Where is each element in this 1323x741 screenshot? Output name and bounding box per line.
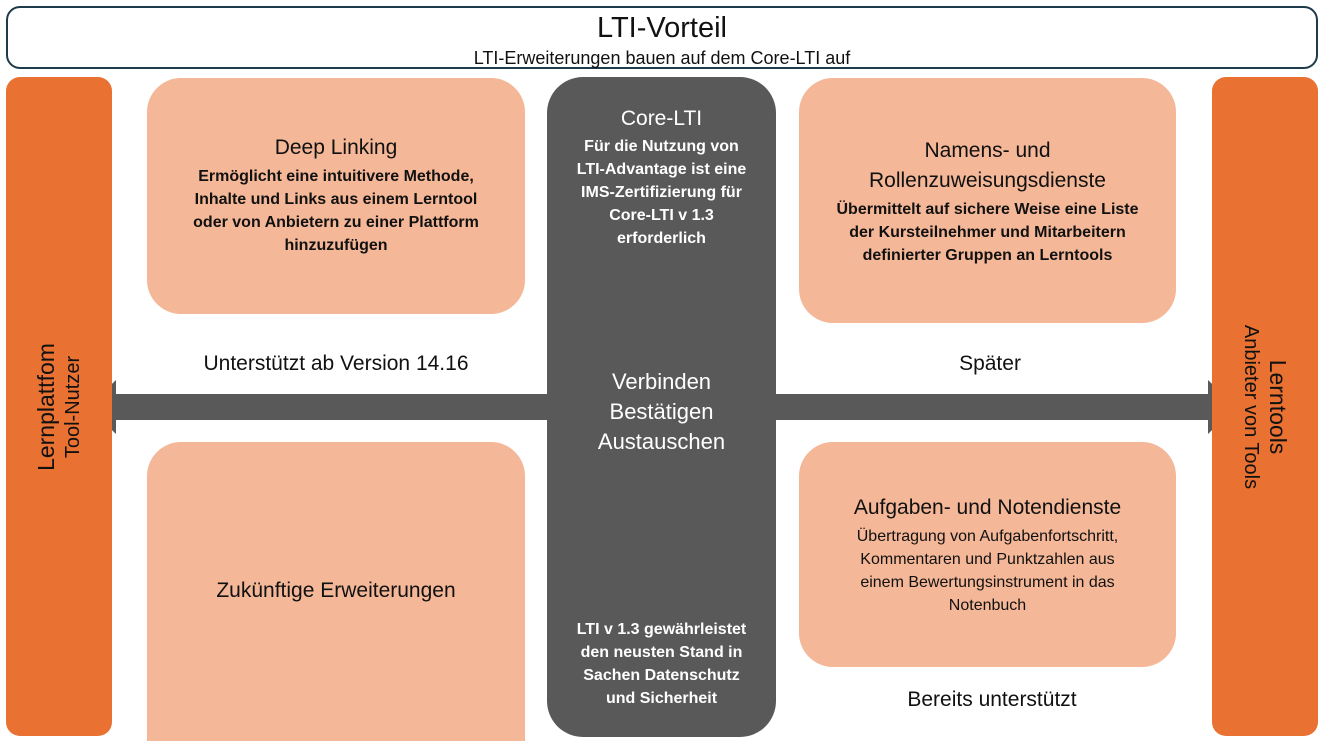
assignments-line: einem Bewertungsinstrument in das bbox=[860, 574, 1115, 591]
side-bar-lernplattform: Lernplattfom Tool-Nutzer bbox=[6, 77, 112, 736]
core-center-line: Bestätigen bbox=[609, 399, 714, 424]
core-line: Für die Nutzung von bbox=[584, 138, 739, 155]
deep-linking-line: hinzuzufügen bbox=[284, 237, 388, 254]
names-roles-title-line: Namens- und bbox=[924, 139, 1051, 162]
names-roles-text: Übermittelt auf sichere Weise eine Liste… bbox=[799, 198, 1176, 267]
core-lti-column: Core-LTI Für die Nutzung von LTI-Advanta… bbox=[547, 77, 776, 737]
box-future-extensions: Zukünftige Erweiterungen bbox=[147, 442, 525, 741]
core-bottom-line: und Sicherheit bbox=[605, 690, 718, 707]
deep-linking-line: oder von Anbietern zu einer Plattform bbox=[193, 214, 479, 231]
page-title: LTI-Vorteil bbox=[596, 12, 727, 44]
deep-linking-title: Deep Linking bbox=[274, 136, 398, 159]
side-right-line2: Anbieter von Tools bbox=[1240, 324, 1262, 489]
core-bottom-line: Sachen Datenschutz bbox=[583, 667, 740, 684]
assignments-text: Übertragung von Aufgabenfortschritt, Kom… bbox=[799, 525, 1176, 617]
names-roles-line: der Kursteilnehmer und Mitarbeitern bbox=[849, 224, 1126, 241]
core-bottom-text: LTI v 1.3 gewährleistet den neusten Stan… bbox=[555, 618, 768, 710]
names-roles-title-line: Rollenzuweisungsdienste bbox=[869, 169, 1106, 192]
side-right-line1: Lerntools bbox=[1265, 359, 1291, 454]
assignments-line: Übertragung von Aufgabenfortschritt, bbox=[856, 528, 1119, 545]
label-already-supported: Bereits unterstützt bbox=[907, 688, 1077, 711]
box-deep-linking: Deep Linking Ermöglicht eine intuitivere… bbox=[147, 78, 525, 314]
side-bar-lerntools: Lerntools Anbieter von Tools bbox=[1212, 77, 1318, 736]
box-names-roles: Namens- und Rollenzuweisungsdienste Über… bbox=[799, 78, 1176, 323]
future-title: Zukünftige Erweiterungen bbox=[216, 579, 456, 602]
header-banner: LTI-Vorteil LTI-Erweiterungen bauen auf … bbox=[6, 6, 1318, 69]
names-roles-title: Namens- und Rollenzuweisungsdienste bbox=[799, 136, 1176, 196]
core-line: Core-LTI v 1.3 bbox=[609, 207, 714, 224]
label-supported-from-version: Unterstützt ab Version 14.16 bbox=[203, 352, 469, 375]
core-title: Core-LTI bbox=[620, 107, 703, 130]
assignments-line: Kommentaren und Punktzahlen aus bbox=[860, 551, 1115, 568]
side-left-line1: Lernplattfom bbox=[33, 342, 59, 471]
assignments-line: Notenbuch bbox=[948, 597, 1027, 614]
core-center-line: Verbinden bbox=[611, 369, 712, 394]
core-bottom-line: den neusten Stand in bbox=[580, 644, 743, 661]
names-roles-line: Übermittelt auf sichere Weise eine Liste bbox=[836, 201, 1139, 218]
core-center-text: Verbinden Bestätigen Austauschen bbox=[547, 367, 776, 457]
core-text: Für die Nutzung von LTI-Advantage ist ei… bbox=[555, 135, 768, 250]
core-line: LTI-Advantage ist eine bbox=[576, 161, 747, 178]
core-line: IMS-Zertifizierung für bbox=[581, 184, 742, 201]
box-assignments-grades: Aufgaben- und Notendienste Übertragung v… bbox=[799, 442, 1176, 667]
deep-linking-line: Inhalte und Links aus einem Lerntool bbox=[194, 191, 478, 208]
label-later: Später bbox=[959, 352, 1021, 375]
deep-linking-line: Ermöglicht eine intuitivere Methode, bbox=[198, 168, 474, 185]
core-bottom-line: LTI v 1.3 gewährleistet bbox=[576, 621, 747, 638]
page-subtitle: LTI-Erweiterungen bauen auf dem Core-LTI… bbox=[473, 48, 851, 68]
names-roles-line: definierter Gruppen an Lerntools bbox=[862, 247, 1113, 264]
deep-linking-text: Ermöglicht eine intuitivere Methode, Inh… bbox=[147, 165, 525, 257]
core-center-line: Austauschen bbox=[597, 429, 726, 454]
side-label-right: Lerntools Anbieter von Tools bbox=[1238, 324, 1292, 488]
side-left-line2: Tool-Nutzer bbox=[62, 355, 84, 458]
core-line: erforderlich bbox=[617, 230, 706, 247]
assignments-title: Aufgaben- und Notendienste bbox=[853, 496, 1122, 519]
side-label-left: Lernplattfom Tool-Nutzer bbox=[32, 343, 86, 471]
